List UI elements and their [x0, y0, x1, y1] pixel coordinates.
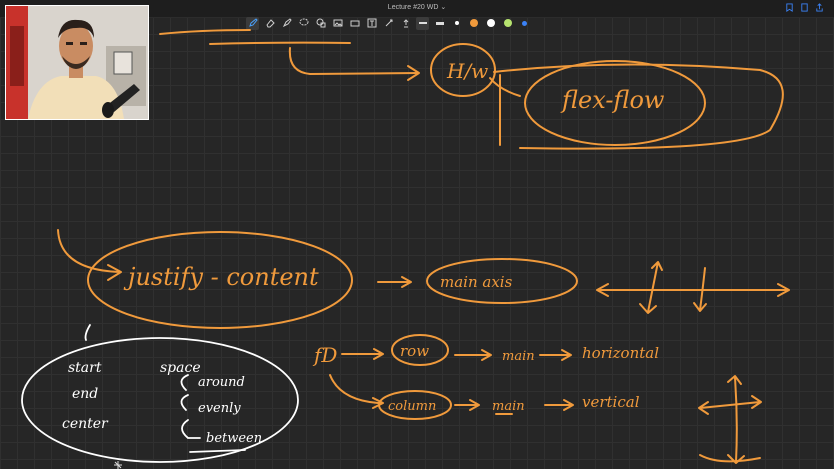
color-swatch-icon: [522, 20, 527, 26]
color-1[interactable]: [450, 17, 463, 30]
laser-tool[interactable]: [382, 17, 395, 30]
jc-pointer-line: [84, 324, 91, 341]
horizontal-label: horizontal: [582, 344, 659, 362]
flex-flow-circle: [524, 60, 706, 146]
justify-content-label: justify - content: [123, 263, 319, 291]
color-swatch-icon: [503, 19, 512, 27]
center-label: center: [62, 416, 109, 432]
between-label: between: [206, 431, 262, 446]
curl: [180, 394, 189, 411]
values-circle: [21, 337, 299, 463]
stroke-medium[interactable]: [433, 17, 446, 30]
keyboard-icon: [350, 20, 359, 27]
start-label: start: [68, 360, 102, 376]
lasso-icon: [299, 18, 308, 26]
color-4[interactable]: [501, 17, 514, 30]
shapes-icon: [316, 18, 325, 28]
color-5[interactable]: [518, 17, 531, 30]
drawing-toolbar: [246, 16, 531, 30]
row-circle: [391, 334, 449, 366]
color-2[interactable]: [467, 17, 480, 30]
bottom-arc: [699, 454, 761, 463]
fd-label: fD: [312, 343, 337, 367]
pen-tool[interactable]: [246, 16, 259, 30]
keyboard-tool[interactable]: [348, 17, 361, 30]
hw-connector: [288, 47, 419, 75]
arrow-right: [341, 348, 384, 360]
color-3[interactable]: [484, 17, 497, 30]
eraser-tool[interactable]: [263, 17, 276, 30]
curl: [180, 374, 189, 391]
eraser-icon: [265, 19, 275, 28]
document-title[interactable]: Lecture #20 WD ⌄: [387, 4, 447, 11]
arrow-head: [407, 65, 420, 81]
arrow-right: [454, 399, 480, 411]
main-label-1: main: [502, 349, 535, 364]
hw-arrow: [489, 77, 521, 97]
image-icon: [333, 19, 342, 27]
bookmark-icon[interactable]: [785, 3, 794, 12]
horizontal-double-arrow: [698, 395, 762, 415]
stamp-icon: [403, 19, 408, 28]
arrow-right: [454, 349, 492, 361]
main-label-2: main: [492, 399, 525, 414]
arrow-head: [401, 276, 412, 288]
flex-flow-label: flex-flow: [560, 86, 665, 114]
column-label: column: [388, 399, 436, 414]
pen-icon: [248, 18, 258, 27]
underline: [189, 449, 246, 453]
laser-icon: [385, 19, 392, 27]
cross-axis-arrow-2: [693, 267, 707, 312]
color-swatch-icon: [486, 19, 495, 27]
shapes-tool[interactable]: [314, 17, 327, 30]
thin-line-icon: [418, 22, 427, 24]
image-tool[interactable]: [331, 17, 344, 30]
space-label: space: [160, 360, 201, 376]
vertical-arrow: [727, 375, 745, 464]
arrow-head: [596, 283, 790, 297]
cursor-icon: [114, 461, 122, 469]
arrow-head: [372, 397, 384, 409]
main-axis-label: main axis: [440, 273, 513, 291]
webcam-overlay: [5, 5, 149, 120]
curl: [181, 419, 201, 439]
presenter-video-icon: [6, 6, 148, 119]
end-label: end: [72, 386, 98, 402]
text-tool[interactable]: [365, 17, 378, 30]
column-circle: [378, 390, 452, 420]
evenly-label: evenly: [198, 401, 241, 416]
main-axis-circle: [426, 258, 578, 304]
jc-connector: [57, 229, 121, 273]
highlighter-icon: [282, 18, 292, 28]
top-underline: [209, 41, 351, 45]
top-right-actions: [785, 3, 824, 12]
arrow-right: [544, 399, 574, 411]
vertical-label: vertical: [582, 393, 640, 411]
arrow-head: [107, 264, 122, 281]
stamp-tool[interactable]: [399, 17, 412, 30]
share-icon[interactable]: [815, 3, 824, 12]
stroke-thin[interactable]: [416, 16, 429, 30]
hw-circle: [430, 43, 496, 97]
flex-flow-outer-loop: [493, 63, 784, 150]
highlighter-tool[interactable]: [280, 17, 293, 30]
row-label: row: [400, 342, 429, 360]
arrow-right: [539, 349, 572, 361]
page-icon[interactable]: [800, 3, 809, 12]
text-icon: [367, 18, 376, 28]
color-swatch-icon: [469, 19, 478, 27]
lasso-tool[interactable]: [297, 17, 310, 30]
medium-line-icon: [435, 21, 444, 25]
top-stroke: [159, 29, 251, 35]
cross-axis-arrow: [639, 261, 663, 314]
hw-label: H/w: [446, 59, 488, 83]
color-swatch-icon: [454, 21, 459, 25]
jc-circle: [87, 231, 353, 329]
fd-column-connector: [329, 374, 383, 404]
around-label: around: [198, 375, 245, 390]
